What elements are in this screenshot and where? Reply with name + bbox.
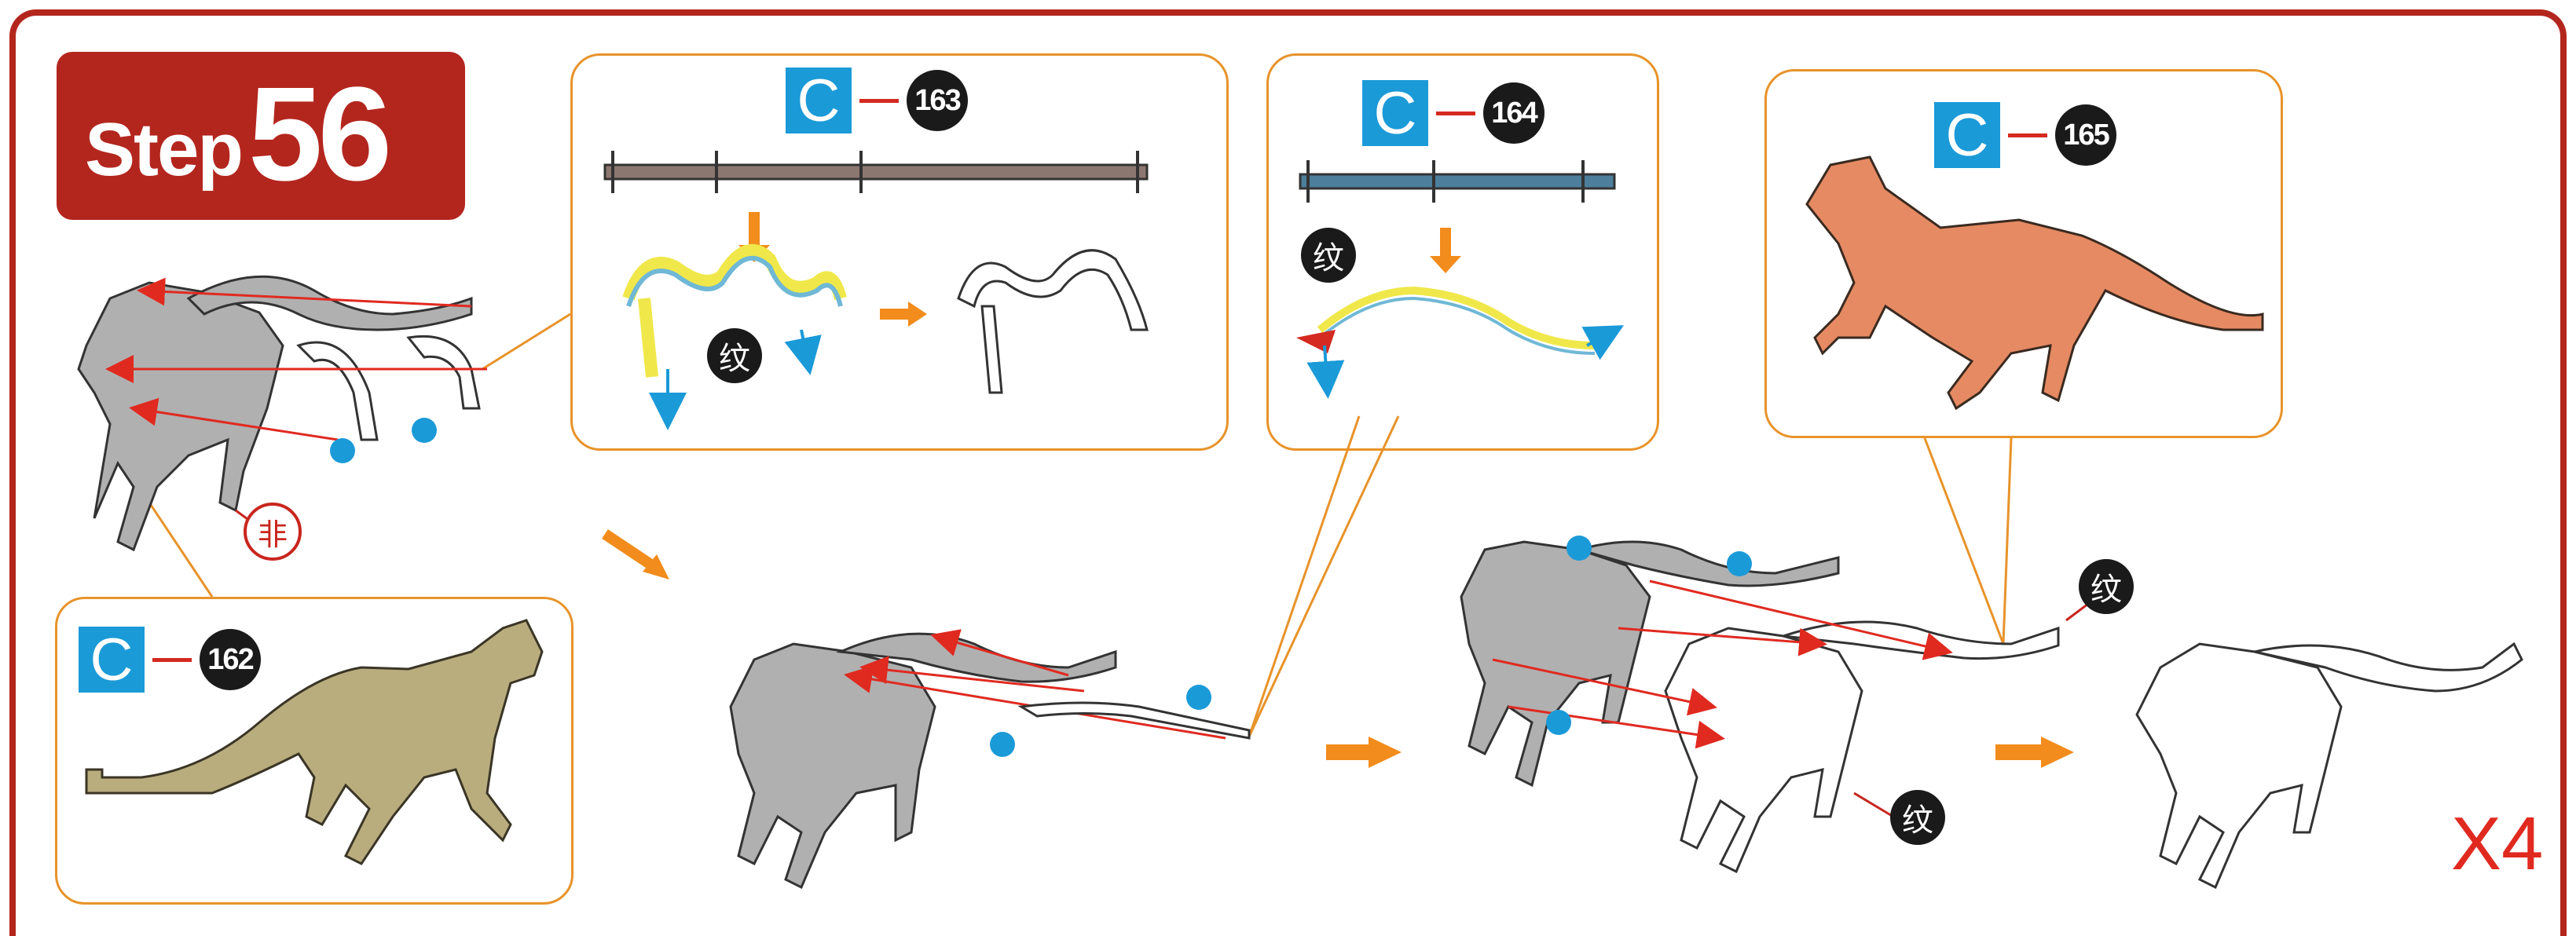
fei-marker: 非 (244, 503, 302, 561)
wen-marker: 纹 (1301, 228, 1356, 283)
instruction-frame (9, 9, 2567, 936)
ribbon-163 (622, 243, 847, 378)
step-badge: Step 56 (57, 52, 465, 220)
ribbon-163-result (957, 249, 1149, 394)
panel-part-163 (570, 53, 1229, 451)
horse-assembled-final (2135, 642, 2523, 890)
label-dash (152, 657, 192, 662)
part-number: 162 (200, 629, 261, 690)
step-word: Step (85, 108, 244, 192)
part-number: 164 (1483, 82, 1545, 144)
part-number: 163 (907, 70, 968, 131)
part-label-163: C 163 (786, 68, 968, 134)
diagonal-arrow (643, 554, 669, 580)
left-red-guides (105, 277, 487, 441)
step-number: 56 (248, 60, 392, 209)
horse-orange-165 (1805, 155, 2264, 411)
right-arrow (1369, 737, 1402, 768)
ribbon-164 (1317, 286, 1596, 355)
wen-marker: 纹 (707, 328, 762, 383)
wen-marker: 纹 (1890, 790, 1945, 845)
brown-strip-pegs (611, 151, 1139, 193)
part-label-164: C 164 (1362, 80, 1545, 147)
part-label-165: C 165 (1934, 102, 2116, 169)
label-dash (2008, 133, 2047, 137)
brown-strip-163 (603, 163, 1149, 181)
horse-gray-right (1460, 540, 1840, 788)
part-letter: C (1934, 102, 2000, 169)
part-letter: C (1362, 80, 1428, 147)
label-dash (1436, 111, 1475, 115)
multiplier-label: X4 (2451, 802, 2544, 886)
label-dash (859, 98, 899, 103)
part-label-162: C 162 (79, 627, 261, 693)
blue-strip-164 (1299, 173, 1616, 190)
wen-marker: 纹 (2079, 559, 2134, 614)
horse-khaki-162 (85, 619, 544, 865)
part-letter: C (79, 627, 145, 693)
part-letter: C (786, 68, 852, 134)
blue-dot (330, 438, 355, 463)
blue-dot (412, 418, 437, 443)
part-number: 165 (2055, 104, 2116, 166)
